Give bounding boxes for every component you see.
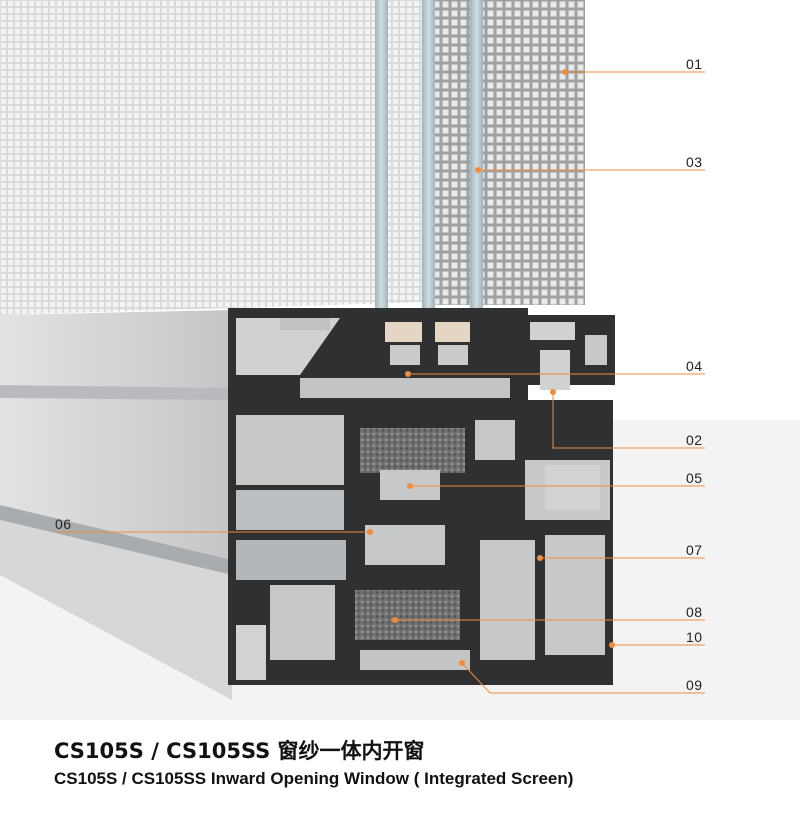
callout-label-04: 04	[686, 358, 703, 374]
callout-dots	[367, 69, 615, 666]
callout-label-07: 07	[686, 542, 703, 558]
callout-leaders	[55, 71, 705, 694]
callout-label-10: 10	[686, 629, 703, 645]
screen-mesh-right	[430, 0, 585, 305]
callout-label-05: 05	[686, 470, 703, 486]
callout-label-08: 08	[686, 604, 703, 620]
glass-pane-1	[375, 0, 388, 370]
callout-label-03: 03	[686, 154, 703, 170]
frame-side-base	[0, 520, 232, 700]
frame-side-groove-2	[0, 505, 232, 575]
glass-pane-2	[422, 0, 435, 370]
callout-label-06: 06	[55, 516, 72, 532]
callout-label-01: 01	[686, 56, 703, 72]
callout-label-09: 09	[686, 677, 703, 693]
caption: CS105S / CS105SS 窗纱一体内开窗 CS105S / CS105S…	[54, 738, 794, 790]
callout-label-02: 02	[686, 432, 703, 448]
frame-side-groove-1	[0, 385, 232, 400]
caption-title-en: CS105S / CS105SS Inward Opening Window (…	[54, 769, 574, 788]
caption-title-cn: CS105S / CS105SS 窗纱一体内开窗	[54, 739, 425, 763]
profile-chambers	[236, 318, 610, 680]
glass-pane-3	[470, 0, 483, 370]
